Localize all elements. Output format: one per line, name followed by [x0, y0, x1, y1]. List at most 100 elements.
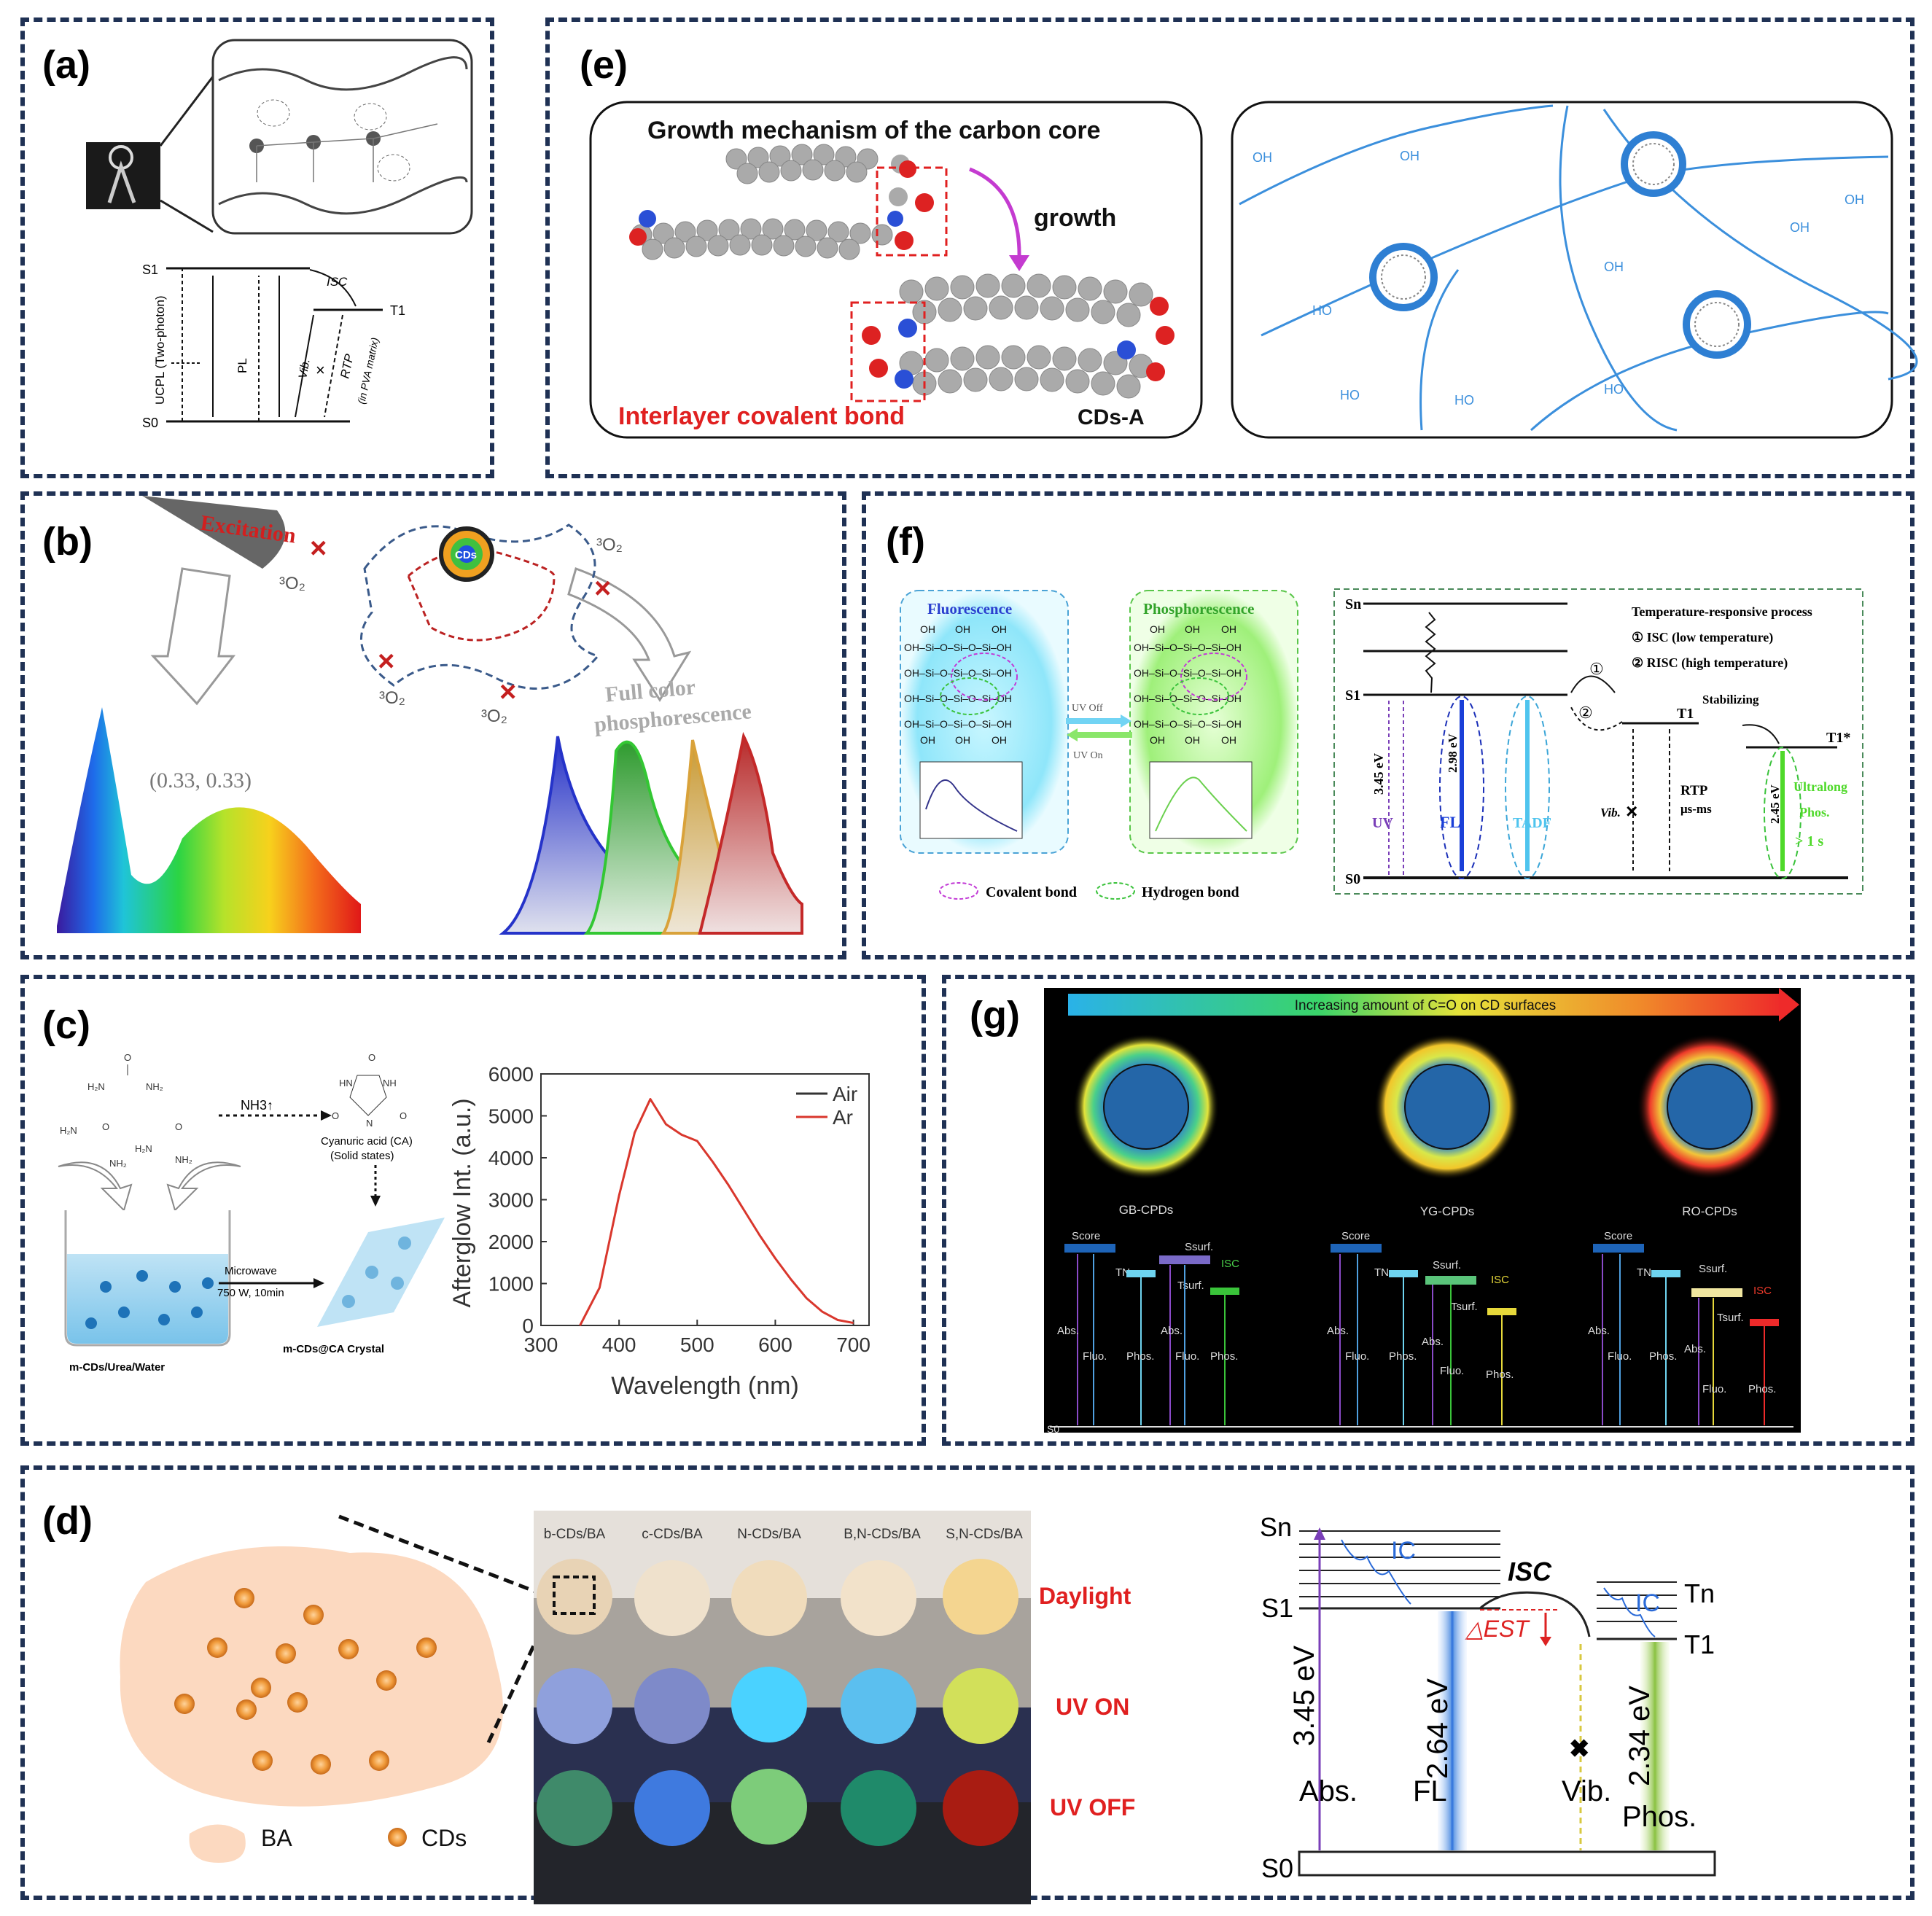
d-row-daylight: Daylight: [1039, 1583, 1131, 1609]
cd-particles-network: [1369, 131, 1751, 359]
g-particle-1: YG-CPDs: [1420, 1204, 1475, 1218]
svg-text:OH: OH: [1185, 623, 1200, 635]
x-tick-label: 400: [602, 1333, 636, 1356]
svg-text:Abs.: Abs.: [1588, 1325, 1610, 1337]
polymer-zoom-box: [211, 39, 473, 235]
svg-text:Fluo.: Fluo.: [1083, 1350, 1107, 1363]
svg-text:Abs.: Abs.: [1057, 1325, 1079, 1337]
svg-text:N-CDs/BA: N-CDs/BA: [737, 1527, 801, 1542]
svg-text:NH₂: NH₂: [175, 1154, 192, 1165]
svg-text:H₂N: H₂N: [60, 1125, 77, 1136]
panel-e: [545, 17, 1915, 478]
svg-text:OH: OH: [1845, 192, 1864, 207]
d-e3: 2.34 eV: [1624, 1686, 1656, 1786]
beaker: [64, 1210, 231, 1347]
b-x3: ×: [378, 645, 394, 677]
svg-text:OH: OH: [1150, 734, 1165, 746]
broad-emission-spectrum: [57, 707, 361, 933]
b-x1: ×: [310, 532, 327, 564]
x-tick-label: 700: [836, 1333, 870, 1356]
b-coord: (0.33, 0.33): [149, 768, 252, 793]
c-xlabel: Wavelength (nm): [611, 1372, 799, 1400]
c-ca-1: Cyanuric acid (CA): [321, 1135, 413, 1148]
svg-text:S,N-CDs/BA: S,N-CDs/BA: [946, 1527, 1023, 1542]
svg-text:OH: OH: [955, 734, 970, 746]
c-ylabel: Afterglow Int. (a.u.): [448, 1098, 476, 1307]
ca-crystal: [317, 1218, 445, 1327]
svg-text:OH: OH: [1604, 260, 1624, 274]
y-tick-label: 4000: [488, 1147, 534, 1169]
series-line-ar: [579, 1098, 854, 1326]
d-vib: Vib.: [1562, 1775, 1611, 1807]
f-s1: S1: [1345, 688, 1360, 704]
y-tick-label: 2000: [488, 1231, 534, 1253]
d-fl: FL: [1413, 1775, 1447, 1807]
svg-text:OH: OH: [1150, 623, 1165, 635]
f-s0: S0: [1345, 871, 1360, 887]
svg-text:NH₂: NH₂: [146, 1081, 163, 1092]
svg-text:Fluo.: Fluo.: [1345, 1350, 1369, 1363]
c-microwave: Microwave: [225, 1265, 277, 1277]
f-phosphorescence: Phosphorescence: [1143, 600, 1254, 618]
a-vib-label: Vib.: [297, 358, 312, 380]
e-interlayer: Interlayer covalent bond: [618, 402, 905, 430]
f-risc-item: ② RISC (high temperature): [1632, 655, 1788, 671]
a-pl-label: PL: [235, 358, 249, 373]
svg-text:Fluo.: Fluo.: [1702, 1383, 1726, 1395]
svg-text:OH: OH: [1790, 220, 1810, 235]
y-tick-label: 5000: [488, 1105, 534, 1128]
svg-text:TN: TN: [1374, 1266, 1389, 1279]
f-rtp-time: μs-ms: [1680, 802, 1712, 816]
d-ba-legend: BA: [261, 1825, 292, 1851]
svg-text:HO: HO: [1340, 388, 1360, 402]
b-x2: ×: [594, 572, 611, 604]
svg-text:H₂N: H₂N: [87, 1081, 105, 1092]
a-s1: S1: [142, 262, 158, 277]
b-o2-3: ³O₂: [379, 688, 405, 708]
svg-text:Abs.: Abs.: [1684, 1343, 1706, 1355]
d-s0: S0: [1261, 1853, 1293, 1883]
c-nh3: NH3↑: [241, 1098, 273, 1113]
x-tick-label: 300: [524, 1333, 558, 1356]
panel-c-label: (c): [42, 1003, 90, 1047]
svg-text:O: O: [400, 1110, 407, 1121]
panel-d-label: (d): [42, 1499, 93, 1543]
svg-text:c-CDs/BA: c-CDs/BA: [642, 1527, 703, 1542]
a-cross: ×: [316, 361, 325, 379]
svg-text:TN: TN: [1637, 1266, 1651, 1279]
svg-text:HO: HO: [1312, 303, 1332, 318]
svg-text:O: O: [124, 1052, 131, 1063]
g-diagram-2: Score TN Ssurf. ISC Tsurf. Abs. Fluo. Ph…: [1588, 1230, 1779, 1425]
svg-text:N: N: [366, 1118, 373, 1129]
svg-text:OH: OH: [992, 734, 1007, 746]
f-uv: UV: [1372, 815, 1393, 831]
b-x4: ×: [499, 676, 516, 708]
d-tn: Tn: [1684, 1578, 1715, 1608]
d-s1: S1: [1261, 1593, 1293, 1623]
svg-text:Score: Score: [1604, 1230, 1632, 1242]
g-banner: Increasing amount of C=O on CD surfaces: [1295, 998, 1557, 1013]
svg-text:OH: OH: [1221, 623, 1236, 635]
phos-spectra: [499, 731, 803, 935]
svg-text:Phos.: Phos.: [1486, 1368, 1514, 1381]
svg-text:OH–Si–O–Si–O–Si–OH: OH–Si–O–Si–O–Si–OH: [904, 718, 1012, 730]
e-cds-a: CDs-A: [1078, 405, 1145, 429]
d-vib-cross: ✖: [1569, 1735, 1590, 1763]
f-uv-on: UV On: [1073, 750, 1103, 761]
svg-text:Ssurf.: Ssurf.: [1433, 1259, 1461, 1272]
panel-a-label: (a): [42, 43, 90, 87]
svg-text:Fluo.: Fluo.: [1608, 1350, 1632, 1363]
c-left-caption: m-CDs/Urea/Water: [69, 1361, 165, 1374]
svg-text:NH: NH: [383, 1078, 397, 1089]
g-s0: S0: [1047, 1423, 1059, 1435]
excitation-beam: [142, 496, 286, 569]
svg-text:Phos.: Phos.: [1748, 1383, 1776, 1395]
svg-text:OH: OH: [920, 734, 935, 746]
ba-matrix: [120, 1546, 503, 1807]
